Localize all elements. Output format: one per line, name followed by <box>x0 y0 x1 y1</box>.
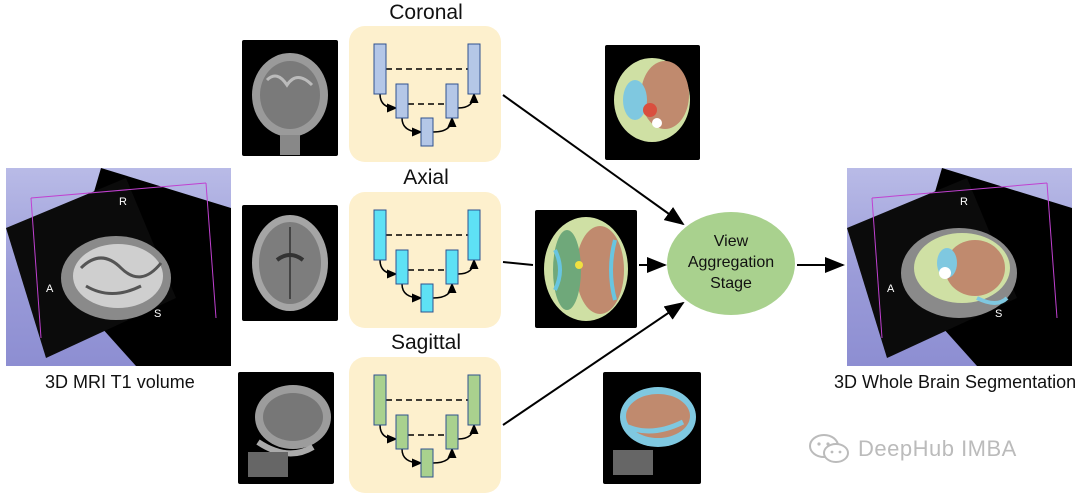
view-title-coronal: Coronal <box>389 1 463 24</box>
coronal-mri-slice <box>242 40 338 156</box>
unet-layer-block <box>467 43 481 95</box>
downsample-arrow <box>379 259 398 279</box>
view-title-axial: Axial <box>403 166 449 189</box>
upsample-arrow <box>432 282 457 299</box>
orientation-label-s: S <box>154 308 162 320</box>
unet-layer-block <box>395 414 409 450</box>
unet-layer-block <box>373 43 387 95</box>
output-volume-caption: 3D Whole Brain Segmentation <box>834 372 1077 392</box>
unet-layer-block <box>467 374 481 426</box>
orientation-label-s: S <box>995 308 1003 320</box>
orientation-label-r: R <box>960 196 968 208</box>
unet-layer-block <box>373 209 387 261</box>
orientation-label-a: A <box>887 283 895 295</box>
downsample-arrow <box>379 93 398 113</box>
upsample-arrow <box>432 116 457 133</box>
watermark-text: DeepHub IMBA <box>858 436 1017 461</box>
unet-layer-block <box>395 83 409 119</box>
unet-layer-block <box>467 209 481 261</box>
axial-mri-slice <box>242 205 338 321</box>
input-volume-caption: 3D MRI T1 volume <box>45 372 195 392</box>
sagittal-mri-slice <box>238 372 334 484</box>
input-volume-render: R A S <box>6 168 231 366</box>
coronal-unet-diagram <box>373 43 481 147</box>
upsample-arrow <box>457 423 479 440</box>
volume-planes <box>6 168 231 366</box>
aggregation-label: View Aggregation Stage <box>687 233 775 292</box>
sagittal-segmentation-slice <box>603 372 701 484</box>
unet-layer-block <box>445 249 459 285</box>
upsample-arrow <box>457 258 479 275</box>
unet-layer-block <box>420 117 434 147</box>
arrow-axial-to-segmentation <box>502 261 534 266</box>
watermark: DeepHub IMBA <box>808 432 1017 466</box>
downsample-arrow <box>379 424 398 444</box>
arrow-sagittal-to-aggregation <box>502 301 685 426</box>
sagittal-unet-diagram <box>373 374 481 478</box>
unet-layer-block <box>373 374 387 426</box>
axial-unet-diagram <box>373 209 481 313</box>
axial-segmentation-slice <box>535 210 637 328</box>
orientation-label-a: A <box>46 283 54 295</box>
wechat-icon <box>809 434 849 463</box>
downsample-arrow <box>401 283 423 303</box>
upsample-arrow <box>457 92 479 109</box>
downsample-arrow <box>401 117 423 137</box>
upsample-arrow <box>432 447 457 464</box>
unet-layer-block <box>395 249 409 285</box>
output-volume-render: R A S <box>847 168 1072 366</box>
unet-layer-block <box>445 414 459 450</box>
view-aggregation-stage: View Aggregation Stage <box>667 212 795 315</box>
orientation-label-r: R <box>119 196 127 208</box>
coronal-segmentation-slice <box>605 45 700 160</box>
unet-layer-block <box>445 83 459 119</box>
unet-layer-block <box>420 448 434 478</box>
unet-layer-block <box>420 283 434 313</box>
segmented-volume-planes <box>847 168 1072 366</box>
view-title-sagittal: Sagittal <box>390 331 462 354</box>
downsample-arrow <box>401 448 423 468</box>
arrow-coronal-to-aggregation <box>502 94 685 226</box>
